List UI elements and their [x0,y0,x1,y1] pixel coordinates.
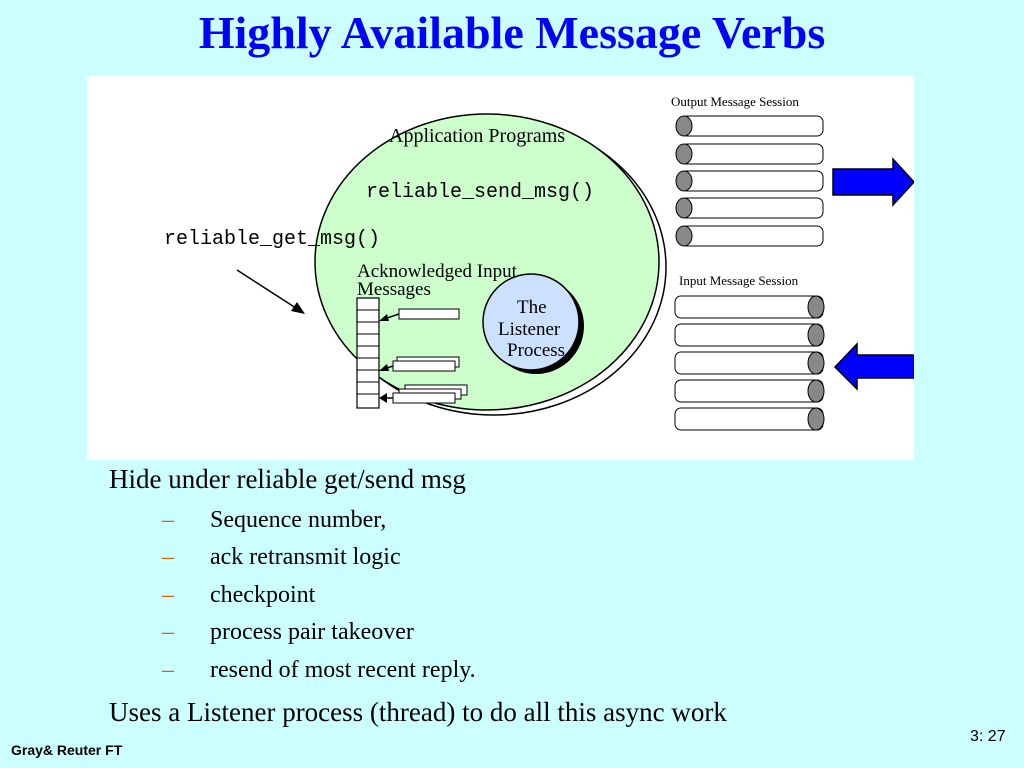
sub-bullet-text: resend of most recent reply. [210,657,476,683]
input-pipe-2 [674,323,825,347]
ack-label-line1: Acknowledged Input [357,261,518,282]
incoming-arrow [833,342,914,391]
get-arrow-head [291,302,305,314]
output-pipe-3 [675,170,824,192]
sub-bullet-3: – checkpoint [162,582,315,609]
input-pipe-1 [674,295,825,319]
get-arrow-line [236,269,300,311]
sub-bullet-text: Sequence number, [210,507,387,533]
listener-process-circle [482,273,580,371]
sub-bullet-2: – ack retransmit logic [162,544,401,571]
dash-marker: – [162,507,174,533]
sub-bullet-4: – process pair takeover [162,619,414,646]
app-programs-label: Application Programs [389,125,565,147]
sub-bullet-text: ack retransmit logic [210,544,401,570]
sub-bullet-1: – Sequence number, [162,507,386,534]
output-session-label: Output Message Session [671,94,799,109]
dash-marker: – [162,544,174,570]
slide-title: Highly Available Message Verbs [198,7,826,58]
listener-label-line3: Process [507,340,565,361]
ack-label-line2: Messages [357,279,431,300]
outgoing-arrow [832,157,914,207]
input-session-pipes [674,295,825,431]
input-session-label: Input Message Session [679,273,799,288]
ack-message-1 [379,308,460,321]
ack-message-2 [379,356,460,372]
sub-bullet-5: – resend of most recent reply. [162,657,476,684]
sub-bullet-text: process pair takeover [210,619,414,645]
input-pipe-5 [674,407,825,431]
message-verbs-diagram: Application Programs reliable_send_msg()… [87,76,914,460]
dash-marker: – [162,582,174,608]
output-pipe-2 [675,143,824,165]
dash-marker: – [162,657,174,683]
output-pipe-4 [675,197,824,219]
input-pipe-3 [674,351,825,375]
dash-marker: – [162,619,174,645]
input-pipe-4 [674,379,825,403]
listener-label-line1: The [517,297,547,318]
footer-credit: Gray& Reuter FT [11,742,123,758]
get-call-label: reliable_get_msg() [164,228,380,251]
listener-label-line2: Listener [498,319,561,340]
main-bullet-2: Uses a Listener process (thread) to do a… [109,697,727,727]
output-pipe-1 [675,115,824,137]
page-number: 3: 27 [970,728,1006,745]
send-call-label: reliable_send_msg() [366,181,594,204]
output-session-pipes [675,115,824,247]
output-pipe-5 [675,225,824,247]
main-bullet-1: Hide under reliable get/send msg [109,464,466,494]
message-queue-stack [356,297,380,409]
ack-message-3 [379,384,468,404]
sub-bullet-text: checkpoint [210,582,316,608]
diagram-svg: Application Programs reliable_send_msg()… [164,94,914,431]
